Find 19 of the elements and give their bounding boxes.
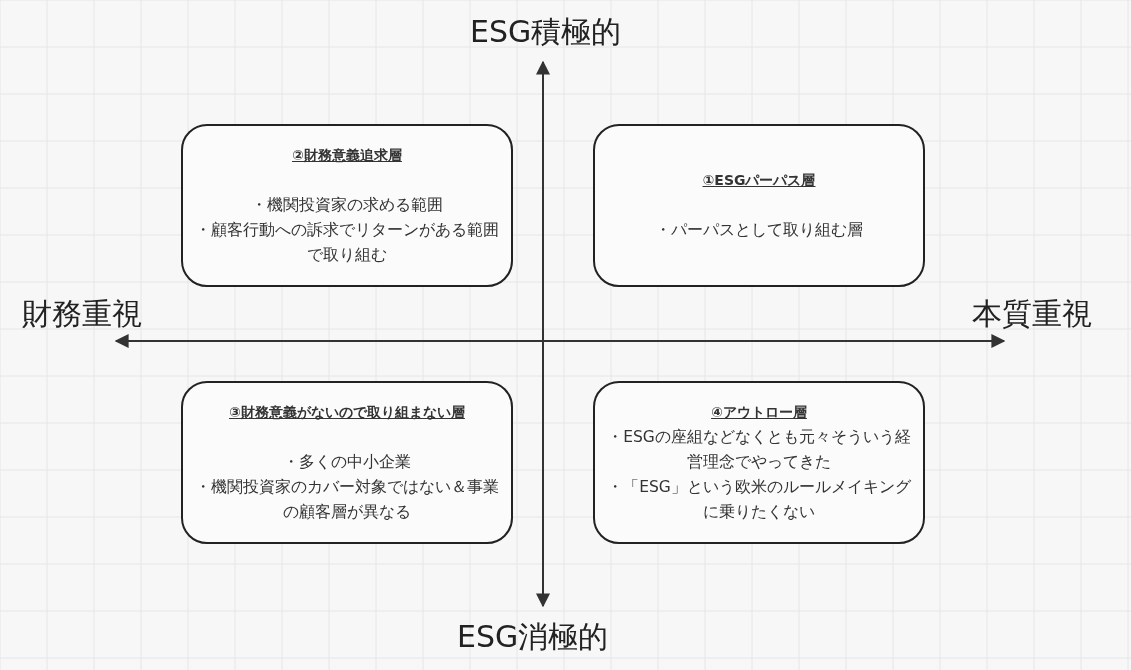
bullet-text: ・パーパスとして取り組む層 xyxy=(655,220,863,241)
bullet-text: ・顧客行動への訴求でリターンがある範囲で取り組む xyxy=(194,220,500,266)
quadrant-box xyxy=(593,124,925,287)
bullet-text: ・ESGの座組などなくとも元々そういう経営理念でやってきた xyxy=(606,427,912,473)
box-heading: ④アウトロー層 xyxy=(711,403,807,422)
bullet-text: ・「ESG」という欧米のルールメイキングに乗りたくない xyxy=(606,477,912,523)
bullet-text: ・機関投資家の求める範囲 xyxy=(251,195,443,216)
axis-label: ESG消極的 xyxy=(457,619,609,655)
axis-label: 財務重視 xyxy=(22,296,142,332)
quadrant-box xyxy=(181,124,513,287)
axis-label: ESG積極的 xyxy=(470,14,622,50)
box-heading: ②財務意義追求層 xyxy=(292,146,402,165)
quadrant-box xyxy=(181,381,513,544)
axis-label: 本質重視 xyxy=(972,296,1092,332)
box-heading: ③財務意義がないので取り組まない層 xyxy=(229,403,465,422)
bullet-text: ・多くの中小企業 xyxy=(283,452,411,473)
bullet-text: ・機関投資家のカバー対象ではない＆事業の顧客層が異なる xyxy=(194,477,500,523)
box-heading: ①ESGパーパス層 xyxy=(702,171,816,190)
quadrant-box xyxy=(593,381,925,544)
